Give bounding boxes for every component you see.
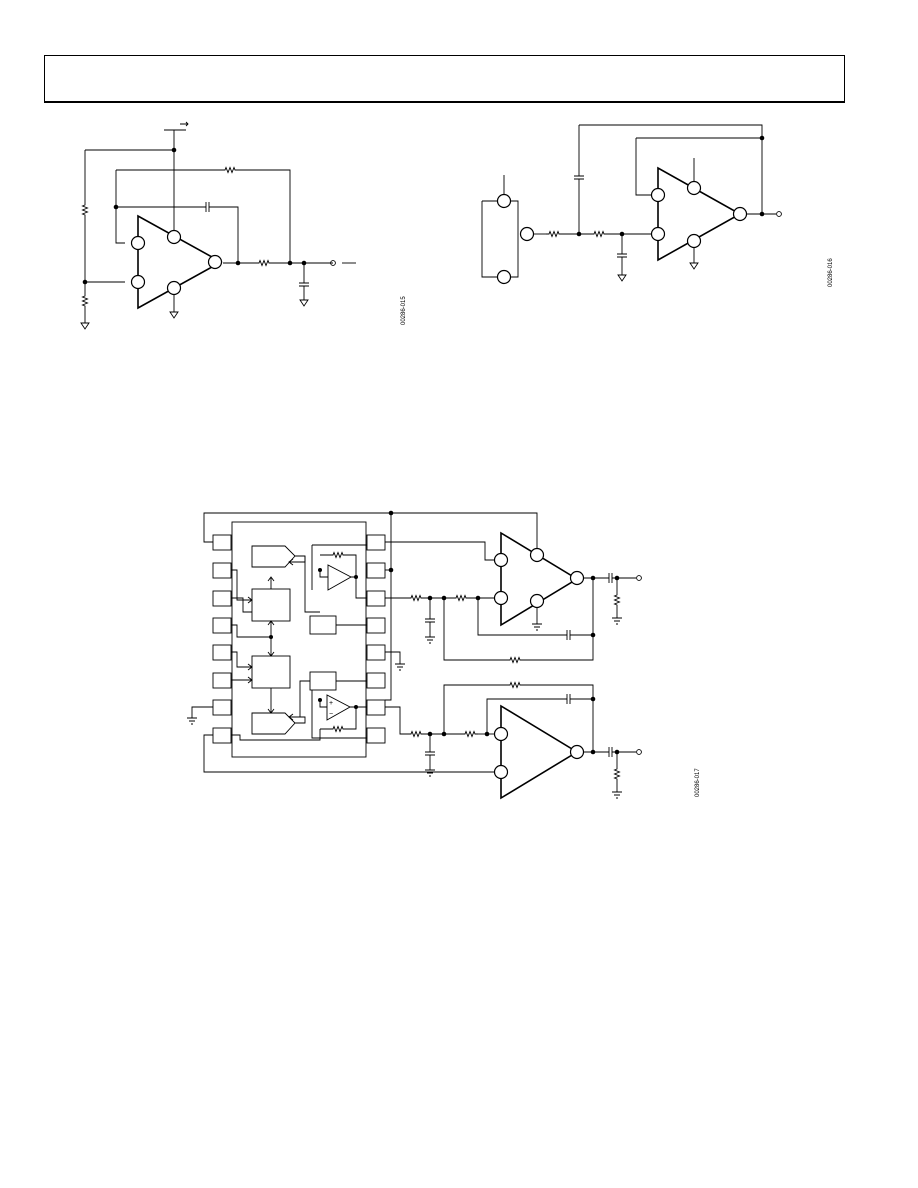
fig3-resistor-top-1: [407, 595, 425, 601]
svg-text:+: +: [329, 700, 333, 707]
fig3-bottom-pin-noninverting: [493, 764, 509, 780]
fig3-logic-top: [251, 588, 291, 622]
fig3-ground-top-cap: [424, 632, 436, 644]
fig3-capacitor-bottom-shunt: [424, 745, 436, 762]
fig3-resistor-top-feedback: [506, 657, 524, 663]
fig3-ref-top: [309, 615, 337, 635]
fig2-pin-noninverting: [650, 226, 666, 242]
fig2-figure-code: 00286-016: [828, 258, 834, 287]
fig1-pin-ground: [166, 280, 182, 296]
fig3-buffer-top: [327, 564, 352, 591]
fig3-top-pin-ground: [529, 593, 545, 609]
fig2-op-amp-triangle: [657, 166, 742, 262]
fig3-ground-top-amp: [531, 619, 543, 631]
fig1-ground-left: [80, 317, 90, 330]
fig2-output-terminal: [776, 211, 782, 217]
fig2-source-pin-bottom: [496, 269, 512, 285]
fig2-pin-supply: [686, 180, 702, 196]
fig1-resistor-feedback: [221, 167, 239, 173]
fig3-ground-ic: [394, 659, 406, 671]
fig1-pin-output: [207, 254, 223, 270]
fig3-capacitor-top-shunt: [424, 612, 436, 629]
fig1-pin-supply: [166, 229, 182, 245]
fig3-bottom-pin-inverting: [493, 726, 509, 742]
fig3-junctions: [388, 510, 620, 755]
fig3-resistor-bottom-feedback: [506, 682, 524, 688]
fig1-capacitor-output: [298, 276, 310, 293]
fig1-junctions: [82, 147, 307, 285]
fig3-top-pin-supply: [529, 547, 545, 563]
fig3-top-pin-output: [569, 570, 585, 586]
fig2-pin-inverting: [650, 187, 666, 203]
fig3-resistor-top-load: [614, 591, 620, 609]
fig1-pin-inverting: [130, 235, 146, 251]
fig3-resistor-bottom-load: [614, 765, 620, 783]
fig2-resistor-2: [590, 231, 608, 237]
fig2-source-pin-output: [519, 226, 535, 242]
fig3-buffer-bottom: [326, 694, 351, 721]
fig2-capacitor-feedback: [573, 169, 585, 186]
svg-text:−: −: [329, 711, 333, 718]
fig3-ic-internal: + −: [231, 544, 367, 741]
fig3-capacitor-top-feedback: [560, 629, 577, 641]
fig2-ground-cap: [617, 269, 627, 282]
fig3-ground-top-load: [611, 613, 623, 625]
fig3-top-pin-inverting: [493, 552, 509, 568]
fig3-output-terminal-bottom: [636, 749, 642, 755]
fig2-ground-amp: [689, 257, 699, 270]
fig1-ground-cap: [299, 294, 309, 307]
fig3-resistor-top-2: [452, 595, 470, 601]
fig3-dac-top: [251, 545, 296, 568]
fig1-ground-amp: [169, 306, 179, 319]
fig2-resistor-1: [545, 231, 563, 237]
fig1-resistor-top: [82, 201, 88, 219]
fig3-ic-right-pins: [366, 534, 386, 744]
figure-2-circuit: 00286-016: [481, 124, 834, 287]
fig3-op-amp-top-triangle: [500, 531, 579, 627]
fig3-dac-bottom: [251, 712, 296, 735]
fig3-bottom-pin-output: [569, 744, 585, 760]
fig1-resistor-bottom: [82, 292, 88, 310]
figure-1-circuit: 00286-015: [80, 121, 407, 330]
fig3-ground-bottom-cap: [424, 765, 436, 777]
fig3-logic-bottom: [251, 655, 291, 689]
fig1-capacitor-feedback: [199, 201, 216, 213]
fig3-ic-body: [231, 521, 367, 758]
fig3-output-terminal-top: [636, 575, 642, 581]
figure-3-circuit: + −: [186, 510, 701, 800]
fig3-resistor-bottom-1: [407, 731, 425, 737]
fig2-pin-output: [732, 206, 748, 222]
fig3-resistor-bottom-2: [461, 731, 479, 737]
page-header-frame: [44, 55, 845, 103]
fig1-figure-code: 00286-015: [401, 296, 407, 325]
fig2-source-pin-top: [496, 193, 512, 209]
fig3-ic-resistor-bottom: [329, 726, 347, 732]
fig3-figure-code: 00286-017: [695, 768, 701, 797]
fig3-op-amp-bottom-triangle: [500, 704, 579, 800]
fig3-ground-bottom-load: [611, 787, 623, 799]
fig3-capacitor-bottom-feedback: [560, 693, 577, 705]
fig2-pin-ground: [686, 233, 702, 249]
fig3-ground-left: [186, 713, 198, 725]
fig3-top-pin-noninverting: [493, 590, 509, 606]
fig2-junctions: [576, 135, 765, 237]
fig2-wires: [481, 124, 776, 278]
fig3-ref-bottom: [309, 671, 337, 691]
fig3-ic-resistor-top: [329, 552, 347, 558]
fig1-resistor-output: [255, 260, 273, 266]
fig1-pin-noninverting: [130, 274, 146, 290]
fig3-ic-junctions: [269, 568, 358, 709]
fig1-wires: [84, 121, 356, 318]
fig3-ic-left-pins: [212, 534, 232, 744]
fig2-capacitor-shunt: [616, 247, 628, 264]
